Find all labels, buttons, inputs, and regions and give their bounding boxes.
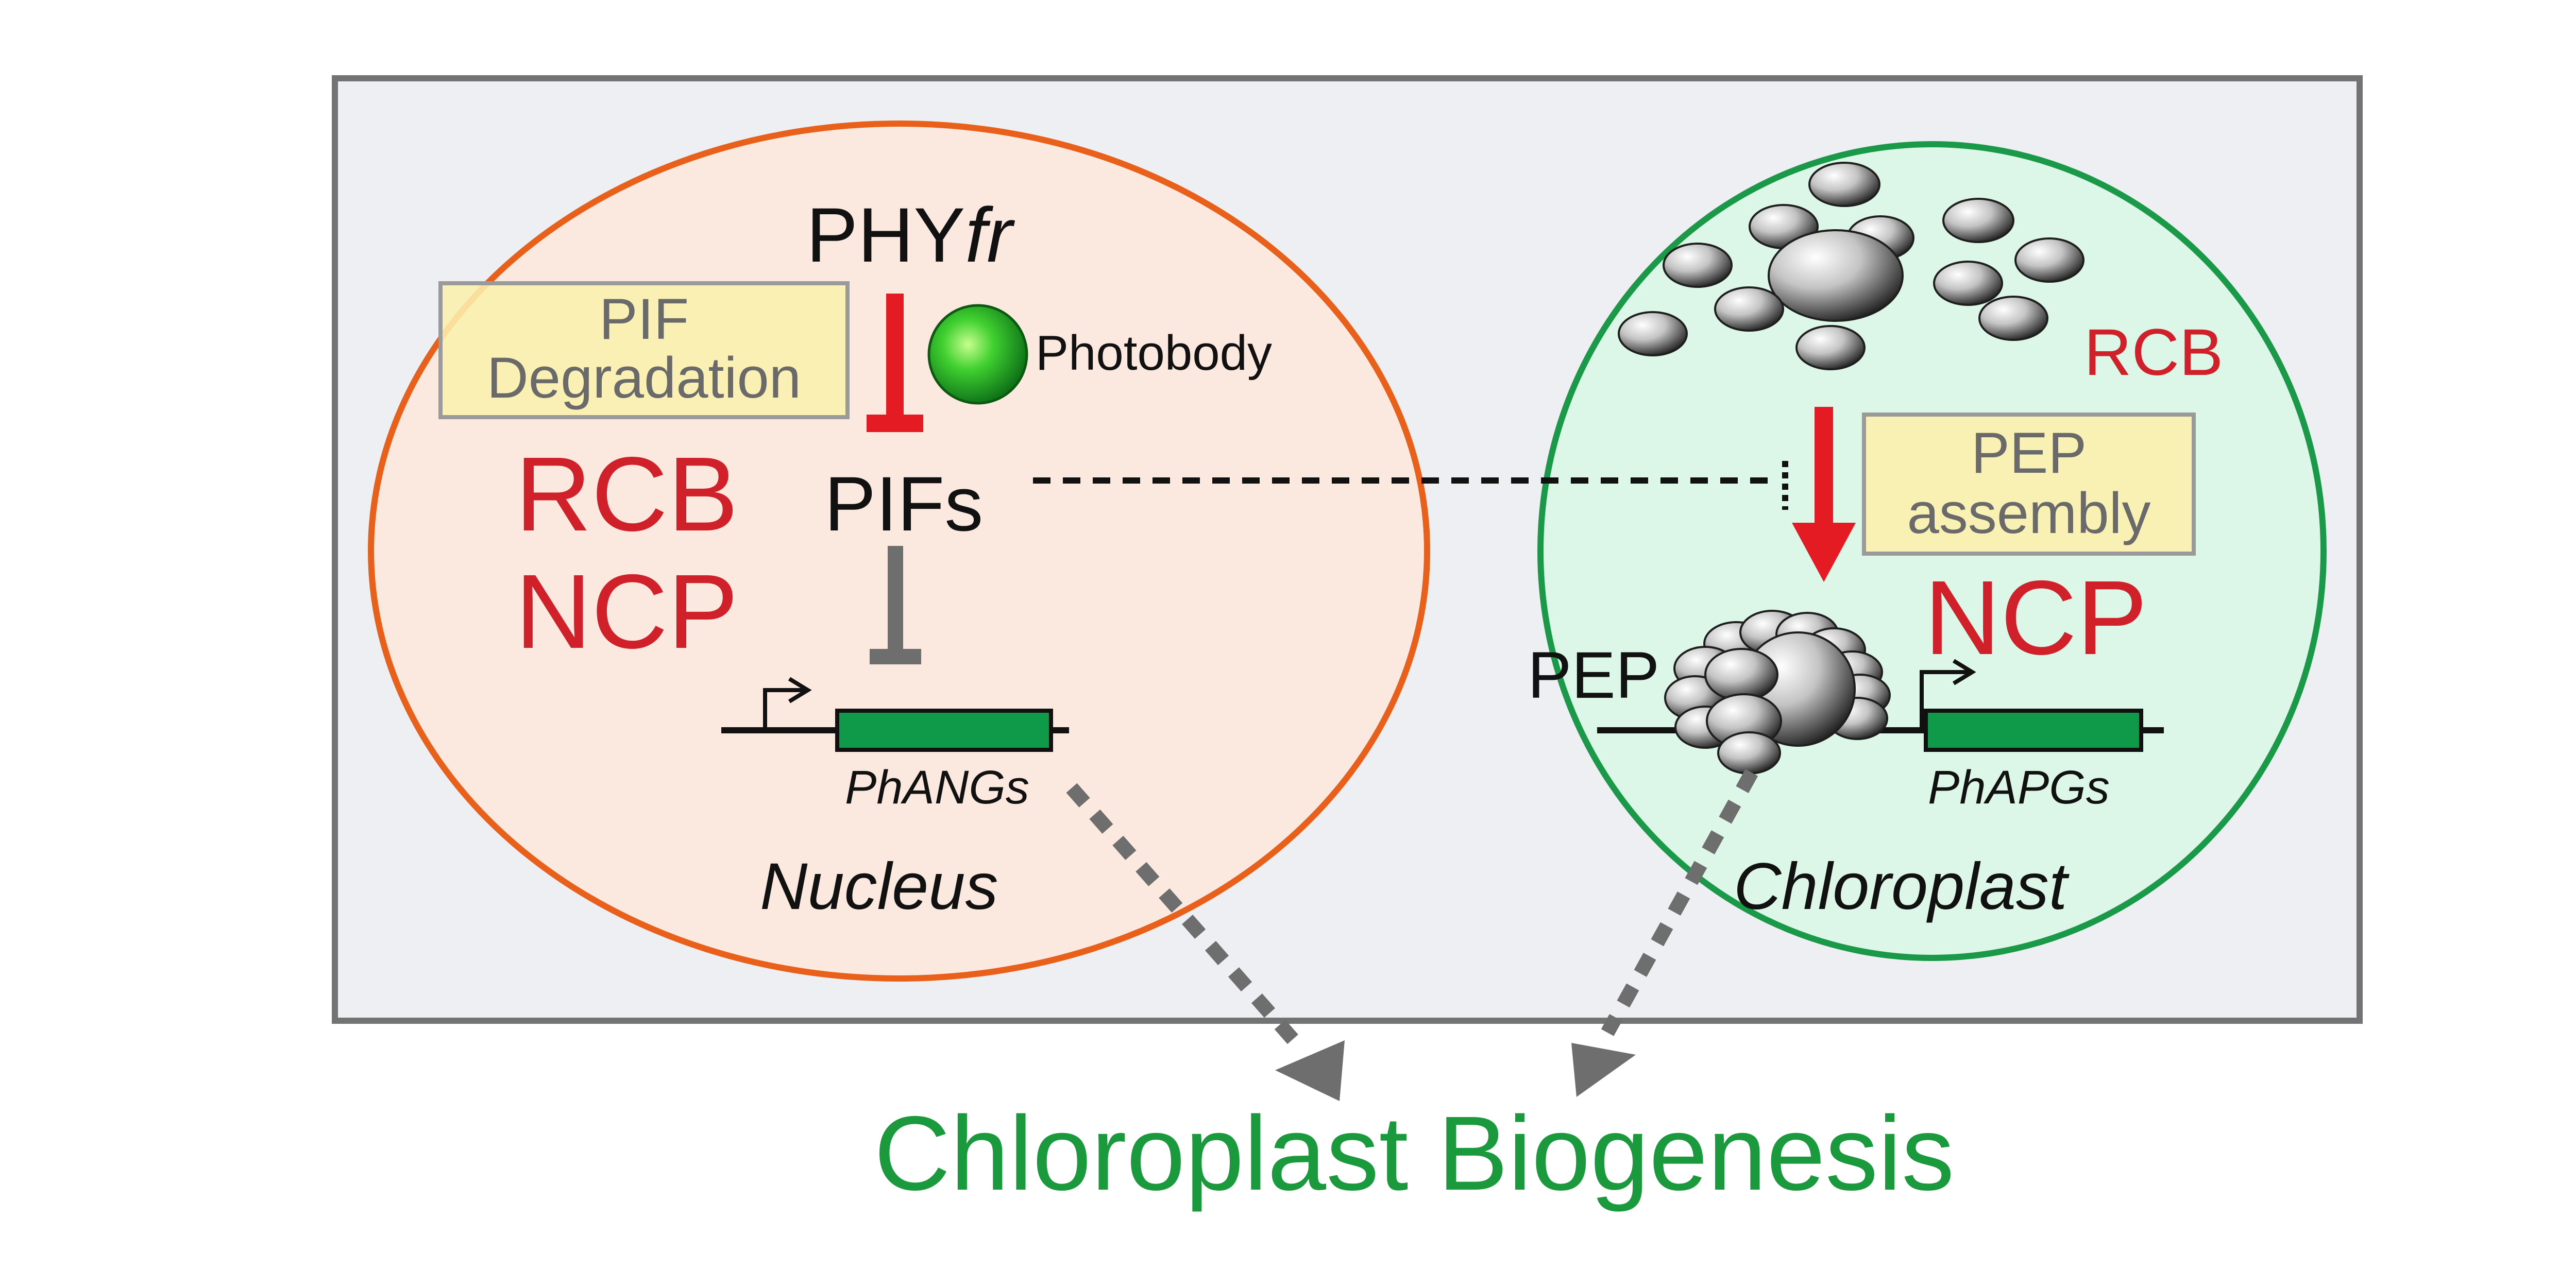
rcb-sphere-cluster — [1618, 162, 2084, 370]
pep-label: PEP — [1528, 639, 1659, 712]
phapg-label: PhAPGs — [1928, 761, 2110, 814]
nucleus-label: Nucleus — [760, 850, 998, 923]
phang-to-biogenesis-arrow — [1066, 783, 1304, 1051]
rcb-sphere — [1618, 311, 1688, 356]
phang-promoter-arrowhead — [788, 677, 812, 703]
phang-label: PhANGs — [845, 761, 1029, 814]
pep-assembly-box — [1862, 413, 2196, 556]
nucleus-rcb-label: RCB — [515, 435, 738, 553]
rcb-sphere — [1795, 325, 1866, 370]
pep-subunit — [1704, 648, 1778, 701]
pep-complex — [1664, 610, 1891, 775]
rcb-sphere — [2014, 237, 2084, 283]
rcb-sphere — [1978, 296, 2048, 341]
rcb-sphere — [1933, 261, 2003, 306]
pep-to-biogenesis-arrowhead — [1571, 1043, 1636, 1097]
phy-prefix: PHY — [806, 192, 965, 278]
phang-to-biogenesis-arrowhead — [1275, 1040, 1345, 1101]
phy-fr-label: PHYfr — [806, 192, 1015, 278]
pep-to-biogenesis-arrow — [1601, 769, 1758, 1036]
phapg-gene-box — [1924, 709, 2143, 752]
rcb-sphere — [1768, 229, 1904, 322]
phapg-promoter-arrowhead — [1952, 659, 1976, 685]
rcb-to-pep-arrowhead — [1792, 523, 1856, 582]
chloroplast-rcb-label: RCB — [2084, 316, 2223, 389]
nucleus-ncp-label: NCP — [515, 553, 738, 671]
pep-box-line2: assembly — [1907, 481, 2150, 545]
pep-subunit — [1717, 731, 1781, 775]
phy-suffix: fr — [965, 192, 1015, 278]
photobody-label: Photobody — [1036, 325, 1272, 381]
phang-promoter-arrow — [763, 688, 804, 730]
pif-box-line2: Degradation — [487, 346, 801, 410]
pifs-label: PIFs — [824, 460, 983, 547]
chloroplast-ncp-label: NCP — [1924, 559, 2147, 677]
chloroplast-biogenesis-label: Chloroplast Biogenesis — [874, 1094, 1955, 1212]
rcb-sphere — [1808, 162, 1880, 207]
rcb-sphere — [1663, 243, 1733, 288]
pif-degradation-box — [438, 281, 850, 419]
pif-box-line1: PIF — [599, 287, 689, 351]
phang-gene-box — [835, 709, 1053, 752]
photobody-sphere — [927, 304, 1028, 405]
rcb-sphere — [1714, 286, 1784, 332]
phapg-promoter-arrow — [1920, 670, 1968, 730]
rcb-sphere — [1942, 198, 2014, 243]
chloroplast-label: Chloroplast — [1734, 850, 2070, 923]
pep-box-line1: PEP — [1971, 421, 2087, 485]
